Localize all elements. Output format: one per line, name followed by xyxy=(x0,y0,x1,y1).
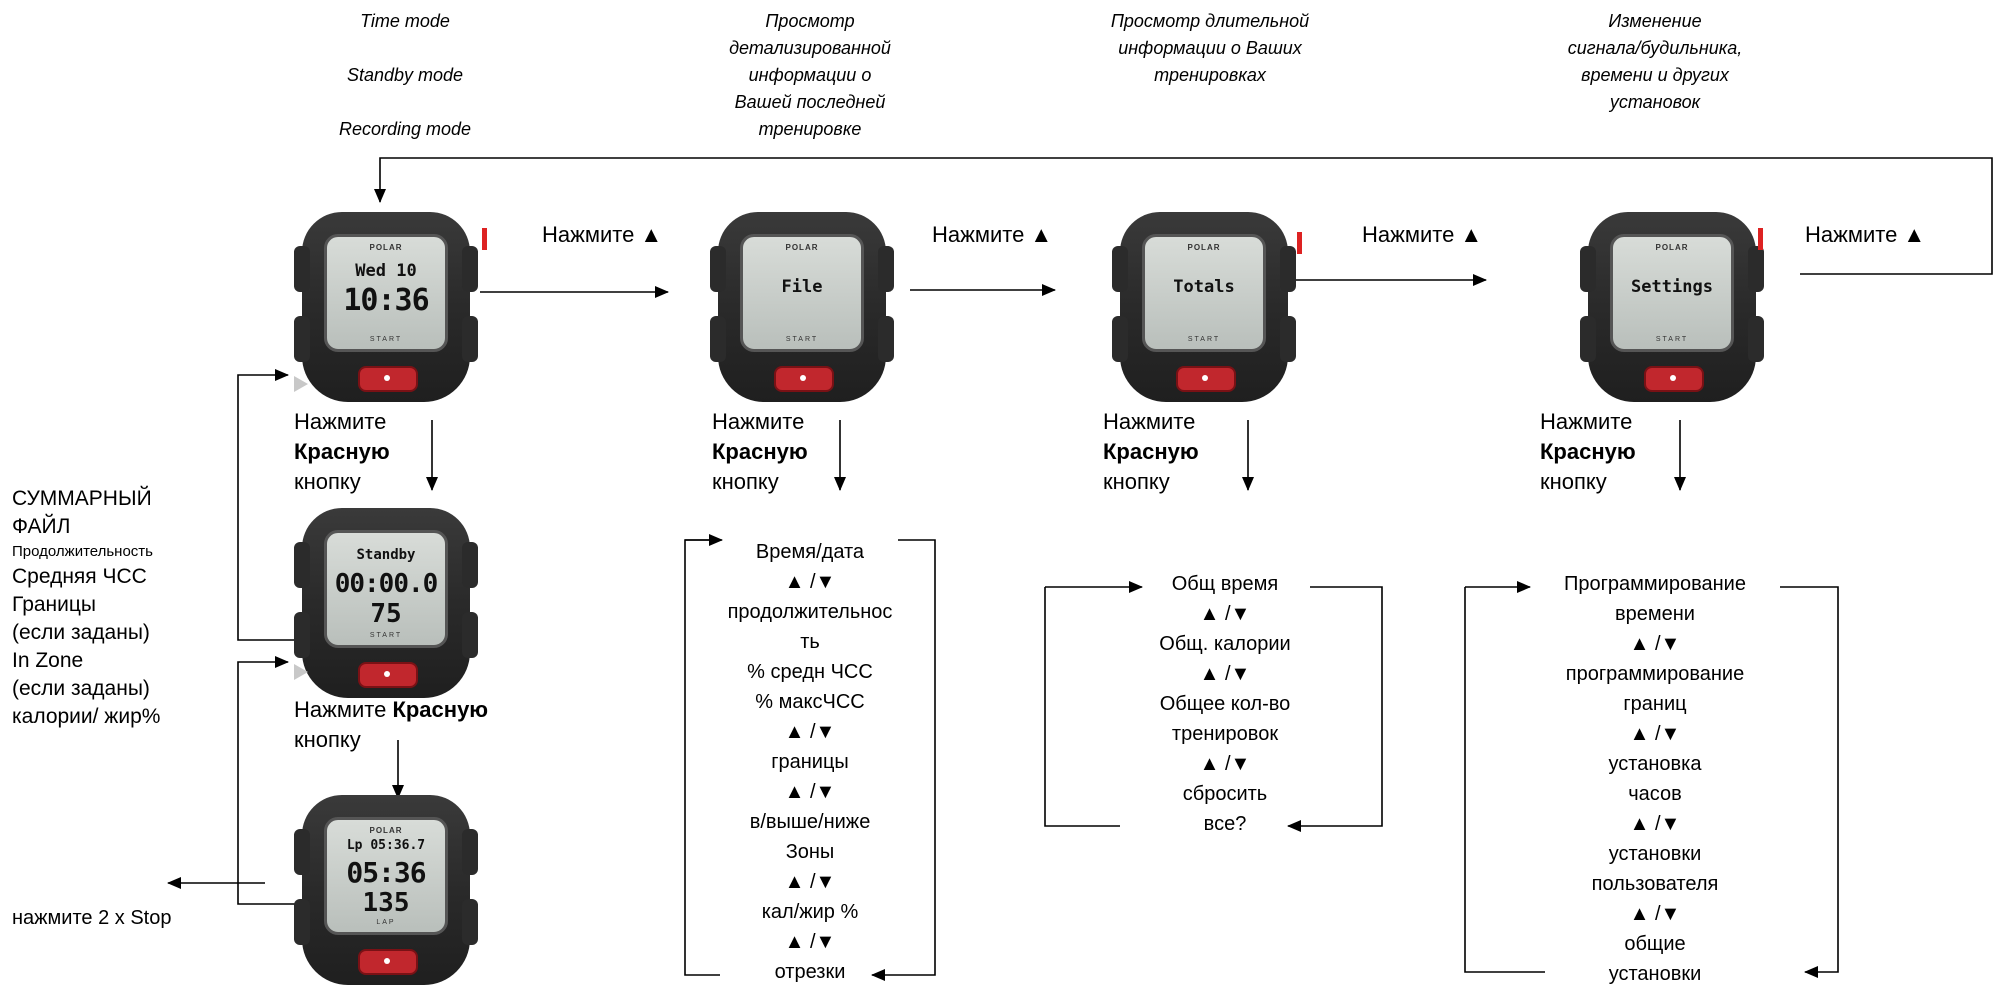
menu-item: в/выше/ниже xyxy=(749,811,871,833)
menu-item: ▲ /▼ xyxy=(1629,633,1681,655)
menu-item: ▲ /▼ xyxy=(1629,813,1681,835)
menu-item: ть xyxy=(800,631,820,653)
menu-item: установки xyxy=(1608,843,1702,865)
summary-file-block: СУММАРНЫЙ ФАЙЛ Продолжительность Средняя… xyxy=(12,487,161,728)
menu-item: отрезки xyxy=(774,961,846,983)
red-button[interactable] xyxy=(358,662,418,688)
header-recording-mode: Recording mode xyxy=(338,119,472,139)
menu-item: ▲ /▼ xyxy=(1199,663,1251,685)
gray-pointer-icon xyxy=(294,376,308,392)
red-button[interactable] xyxy=(774,366,834,392)
press-up-label-4: Нажмите ▲ xyxy=(1805,222,1926,247)
press-up-label-2: Нажмите ▲ xyxy=(932,222,1053,247)
red-marker xyxy=(1297,232,1302,254)
menu-item: границ xyxy=(1623,693,1687,715)
stop-label: нажмите 2 x Stop xyxy=(12,907,172,929)
menu-item: ▲ /▼ xyxy=(1199,753,1251,775)
menu-item: ▲ /▼ xyxy=(1629,723,1681,745)
watch-time-mode: POLAR Wed 10 10:36 START xyxy=(294,212,478,402)
menu-item: Общее кол-во xyxy=(1159,693,1291,715)
menu-item: ▲ /▼ xyxy=(1629,903,1681,925)
red-button[interactable] xyxy=(358,949,418,975)
watch-screen: POLAR Wed 10 10:36 START xyxy=(324,234,448,352)
menu-item: времени xyxy=(1615,603,1695,625)
menu-item: кал/жир % xyxy=(761,901,859,923)
menu-item: установка xyxy=(1608,753,1702,775)
red-button[interactable] xyxy=(1644,366,1704,392)
watch-settings: POLAR Settings START xyxy=(1580,212,1764,402)
menu-item: продолжительнос xyxy=(727,601,893,623)
header-time-mode: Time mode xyxy=(360,11,450,31)
menu-item: границы xyxy=(771,751,849,773)
totals-menu: Общ время ▲ /▼ Общ. калории ▲ /▼ Общее к… xyxy=(1115,569,1335,839)
menu-item: все? xyxy=(1203,813,1247,835)
menu-item: % максЧСС xyxy=(755,691,865,713)
menu-item: ▲ /▼ xyxy=(784,571,836,593)
menu-item: ▲ /▼ xyxy=(784,721,836,743)
menu-item: программирование xyxy=(1565,663,1745,685)
menu-item: Общ время xyxy=(1171,573,1279,595)
menu-item: Зоны xyxy=(785,841,835,863)
settings-menu: Программирование времени ▲ /▼ программир… xyxy=(1540,569,1770,989)
menu-item: Программирование xyxy=(1564,573,1746,595)
red-button[interactable] xyxy=(1176,366,1236,392)
menu-item: Время/дата xyxy=(755,541,865,563)
red-button[interactable] xyxy=(358,366,418,392)
menu-item: ▲ /▼ xyxy=(1199,603,1251,625)
menu-item: сбросить xyxy=(1182,783,1268,805)
menu-item: часов xyxy=(1628,783,1682,805)
menu-item: ▲ /▼ xyxy=(784,931,836,953)
menu-item: Общ. калории xyxy=(1159,633,1291,655)
menu-item: установки xyxy=(1608,963,1702,985)
watch-standby: Standby 00:00.0 75 START xyxy=(294,508,478,698)
press-up-label-3: Нажмите ▲ xyxy=(1362,222,1483,247)
menu-item: ▲ /▼ xyxy=(784,871,836,893)
menu-item: тренировок xyxy=(1171,723,1279,745)
menu-item: % средн ЧСС xyxy=(747,661,873,683)
red-marker xyxy=(1758,228,1763,250)
press-red-label-standby: Нажмите Красную кнопку xyxy=(294,697,489,752)
watch-recording: POLAR Lp 05:36.7 05:36 135 LAP xyxy=(294,795,478,985)
watch-file: POLAR File START xyxy=(710,212,894,402)
gray-pointer-icon xyxy=(294,664,308,680)
menu-item: общие xyxy=(1624,933,1686,955)
menu-item: пользователя xyxy=(1591,873,1719,895)
header-standby-mode: Standby mode xyxy=(346,65,464,85)
press-up-label-1: Нажмите ▲ xyxy=(542,222,663,247)
file-menu: Время/дата ▲ /▼ продолжительнос ть % сре… xyxy=(700,537,920,987)
red-marker xyxy=(482,228,487,250)
menu-item: ▲ /▼ xyxy=(784,781,836,803)
watch-totals: POLAR Totals START xyxy=(1112,212,1296,402)
